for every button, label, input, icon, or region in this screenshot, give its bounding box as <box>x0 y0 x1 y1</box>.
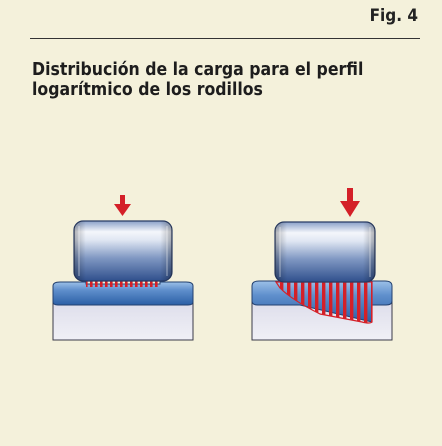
right-load-arrow-icon <box>340 188 360 217</box>
left-raceway <box>52 281 194 306</box>
left-load-arrow-icon <box>114 195 131 216</box>
right-roller <box>274 221 376 283</box>
right-load-distribution <box>276 282 372 323</box>
right-bearing-assembly <box>251 188 393 341</box>
left-roller <box>73 220 173 282</box>
title-line-1: Distribución de la carga para el perfil <box>32 60 364 80</box>
left-bearing-assembly <box>52 195 194 341</box>
figure-label: Fig. 4 <box>369 6 418 26</box>
left-load-distribution <box>86 280 160 287</box>
figure-title: Distribución de la carga para el perfil … <box>32 60 412 100</box>
header-rule <box>30 38 420 39</box>
title-line-2: logarítmico de los rodillos <box>32 80 263 100</box>
